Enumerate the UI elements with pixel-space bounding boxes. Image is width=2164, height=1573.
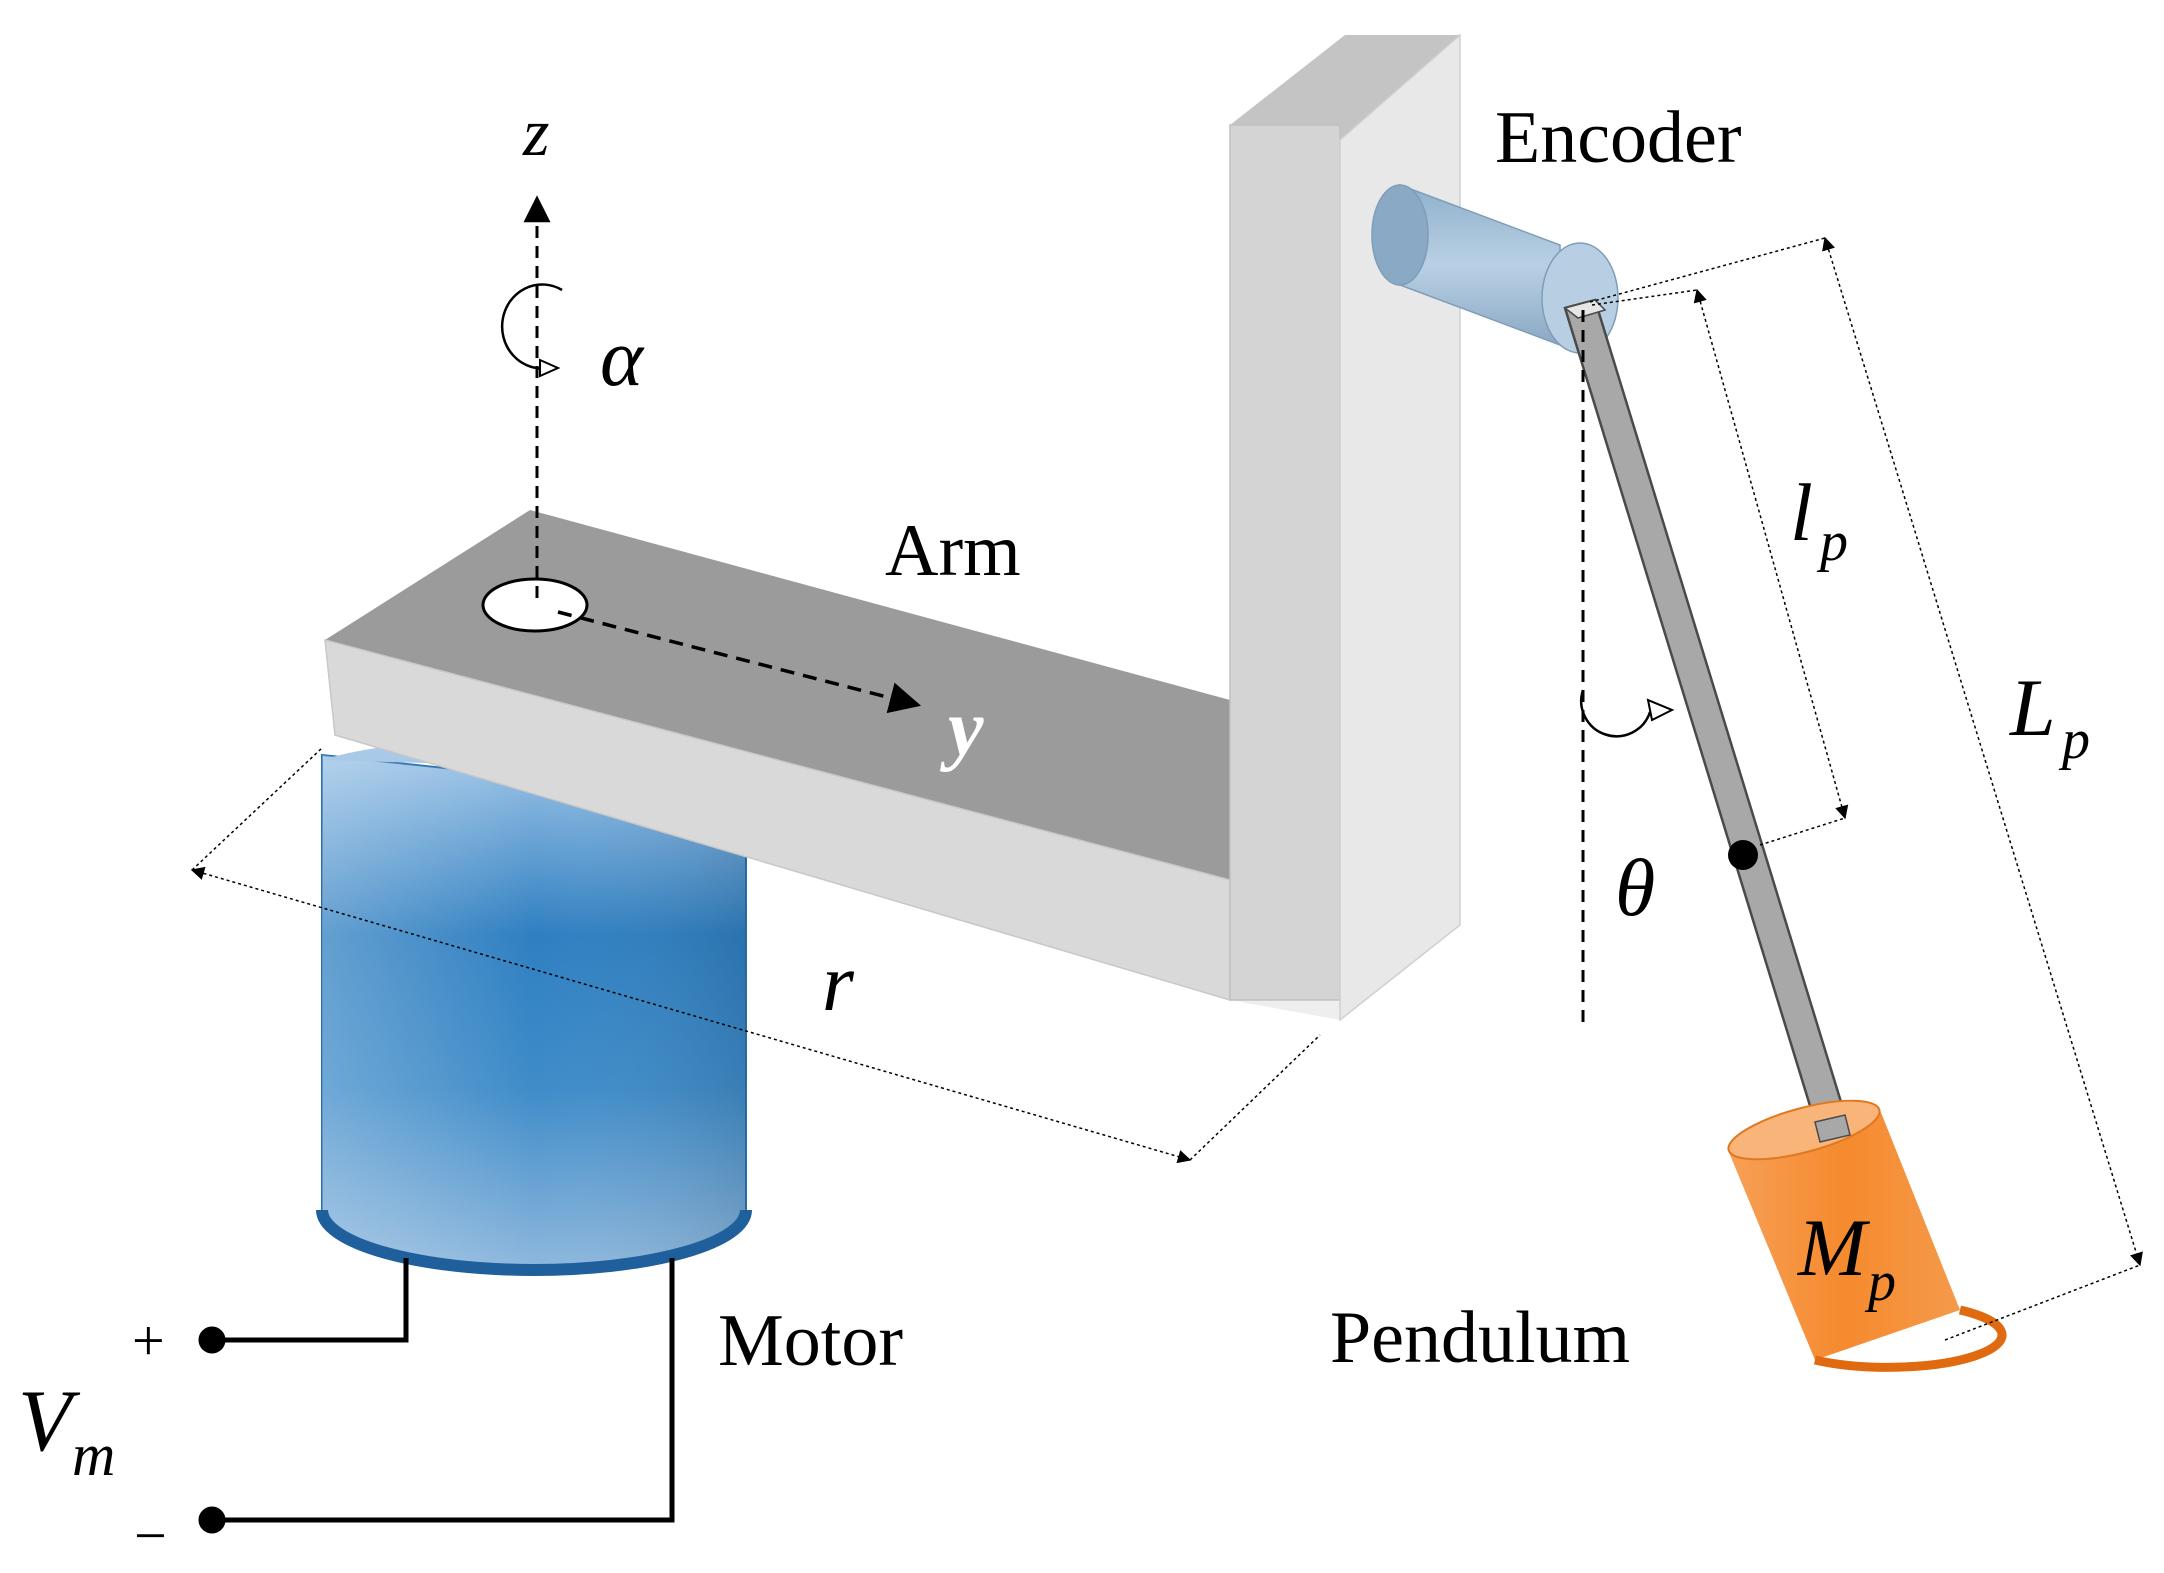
pendulum-rod <box>1563 298 1847 1124</box>
encoder-label: Encoder <box>1495 97 1742 179</box>
r-dimension-line <box>190 866 1192 1164</box>
negative-terminal <box>198 1506 226 1534</box>
upright-post <box>1229 33 1461 1022</box>
theta-rotation-arc <box>1580 689 1652 738</box>
svg-text:p: p <box>1864 1251 1896 1313</box>
alpha-label: α <box>600 312 645 403</box>
pendulum-center-of-mass <box>1728 840 1758 870</box>
lp-dimension-line <box>1693 288 1849 820</box>
post-top <box>1230 35 1460 140</box>
arm-pivot-hole <box>481 577 589 633</box>
motor-label: Motor <box>718 1300 903 1382</box>
pendulum <box>1563 298 2007 1372</box>
alpha-rotation-arc <box>500 283 563 370</box>
svg-text:p: p <box>1816 511 1848 573</box>
annotation-lines <box>190 195 2143 1341</box>
theta-arrow-head <box>1646 698 1675 722</box>
motor-base-rim <box>316 1209 752 1276</box>
plus-sign: + <box>132 1308 165 1373</box>
negative-lead <box>212 1258 675 1523</box>
Lp-dimension-line <box>1822 236 2143 1267</box>
Mp-label: M p <box>1797 1202 1896 1313</box>
positive-lead <box>212 1258 409 1343</box>
motor-leads <box>198 1258 675 1534</box>
minus-sign: − <box>134 1503 167 1568</box>
svg-text:p: p <box>2058 709 2090 771</box>
svg-text:L: L <box>2009 662 2056 753</box>
post-front <box>1229 124 1341 1001</box>
z-axis-label: z <box>522 94 549 170</box>
r-label: r <box>822 937 855 1028</box>
pendulum-label: Pendulum <box>1330 1297 1630 1379</box>
svg-text:V: V <box>18 1373 81 1470</box>
Vm-label: V m <box>18 1373 115 1488</box>
Lp-label: L p <box>2009 662 2090 771</box>
positive-terminal <box>198 1326 226 1354</box>
svg-text:m: m <box>72 1422 115 1488</box>
y-axis-arrow <box>557 610 922 714</box>
lp-label: l p <box>1790 467 1848 573</box>
svg-text:l: l <box>1790 467 1813 558</box>
theta-label: θ <box>1615 842 1655 933</box>
arm-label: Arm <box>885 510 1021 592</box>
svg-text:M: M <box>1797 1202 1871 1293</box>
alpha-arrow-head <box>539 358 561 378</box>
